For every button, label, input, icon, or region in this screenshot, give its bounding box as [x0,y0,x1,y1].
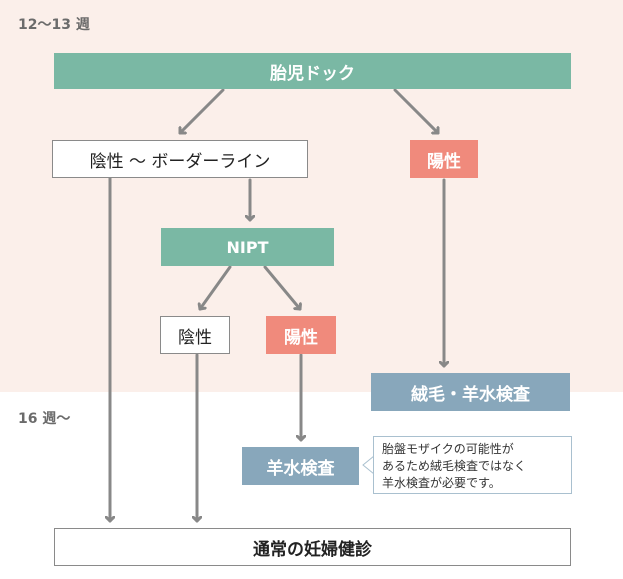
arrow-screening-to-negative [178,88,225,135]
positive-box-top: 陽性 [410,140,478,178]
period-12-13-weeks: 12〜13 週 [18,17,90,33]
placental-mosaicism-note: 胎盤モザイクの可能性が あるため絨毛検査ではなく 羊水検査が必要です。 [373,436,572,494]
arrow-screening-to-positive [393,88,440,135]
arrow-nipt-to-negative [200,265,232,311]
nipt-negative-box: 陰性 [160,316,230,354]
amniocentesis-box: 羊水検査 [242,447,359,485]
note-line-1: 胎盤モザイクの可能性が [382,442,514,456]
arrow-nipt-to-positive [263,265,300,311]
nipt-positive-box: 陽性 [266,316,336,354]
routine-checkup-box: 通常の妊婦健診 [54,528,571,566]
period-16-weeks: 16 週〜 [18,411,71,427]
negative-borderline-box: 陰性 〜 ボーダーライン [52,140,308,178]
fetal-checkup-box: 胎児ドック [54,53,571,89]
note-line-3: 羊水検査が必要です。 [382,476,501,490]
nipt-box: NIPT [161,228,334,266]
cvs-amniocentesis-box: 絨毛・羊水検査 [371,373,570,411]
note-line-2: あるため絨毛検査ではなく [382,459,527,473]
